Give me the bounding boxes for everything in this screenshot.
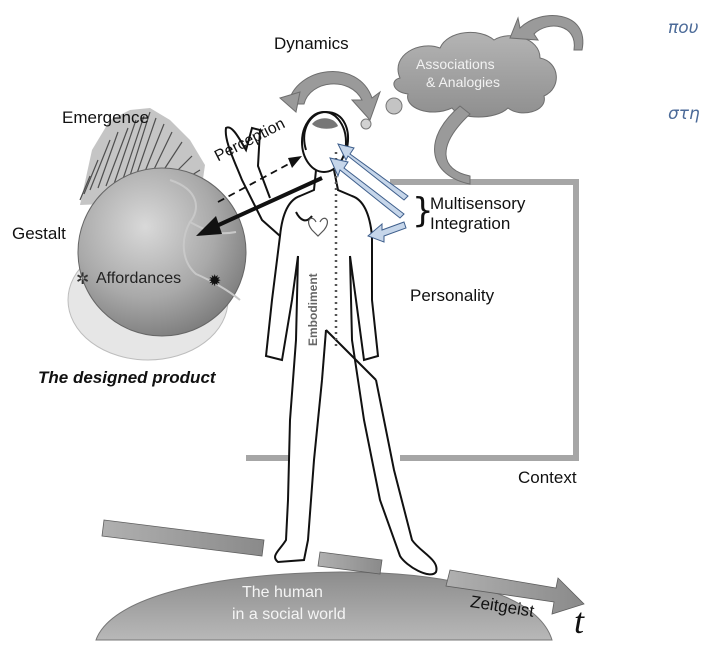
affordance-sun-left-icon: ✲ bbox=[76, 269, 89, 288]
thought-bubble-small bbox=[361, 119, 371, 129]
multisensory-label-line2: Integration bbox=[430, 214, 510, 234]
affordances-label: Affordances bbox=[96, 270, 181, 288]
dynamics-arrow-head bbox=[280, 92, 300, 112]
context-label: Context bbox=[518, 468, 577, 488]
multisensory-label-line1: Multisensory bbox=[430, 194, 525, 214]
greek-text-top: που bbox=[668, 18, 698, 38]
associations-label-line2: & Analogies bbox=[426, 74, 500, 90]
designed-product-label: The designed product bbox=[38, 368, 216, 388]
affordance-sun-right-icon: ✹ bbox=[208, 271, 221, 290]
thought-bubble-large bbox=[386, 98, 402, 114]
human-label-line2: in a social world bbox=[232, 606, 346, 624]
personality-label: Personality bbox=[410, 286, 494, 306]
perception-dashed-arrow-head bbox=[288, 156, 302, 168]
embodiment-label: Embodiment bbox=[306, 273, 320, 346]
heart-icon bbox=[309, 218, 328, 236]
gestalt-label: Gestalt bbox=[12, 224, 66, 244]
brain-shape bbox=[312, 118, 338, 129]
product-sphere bbox=[78, 168, 246, 336]
associations-bottom-arrow bbox=[435, 106, 470, 184]
greek-text-bottom: στη bbox=[668, 104, 700, 124]
time-symbol: t bbox=[574, 600, 584, 642]
emergence-label: Emergence bbox=[62, 108, 149, 128]
human-label-line1: The human bbox=[242, 584, 323, 602]
dynamics-label: Dynamics bbox=[274, 34, 349, 54]
associations-label-line1: Associations bbox=[416, 56, 495, 72]
